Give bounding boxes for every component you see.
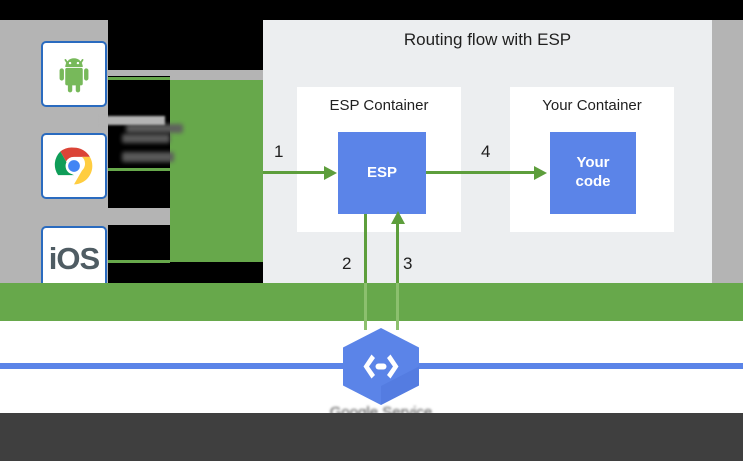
arrow-3-head	[391, 211, 405, 224]
arrow-4-line	[426, 171, 536, 174]
panel-title: Routing flow with ESP	[403, 30, 572, 49]
obscured-text-smudge-1	[126, 124, 183, 133]
arrow-1-line	[263, 171, 325, 174]
client-tile-ios[interactable]: iOS	[41, 226, 107, 292]
arrow-2-line	[364, 214, 367, 330]
green-backdrop-slab	[170, 80, 263, 262]
esp-box[interactable]: ESP	[338, 132, 426, 214]
your-code-box[interactable]: Your code	[550, 132, 636, 214]
arrow-1-head	[324, 166, 337, 180]
your-container-title: Your Container	[542, 97, 642, 114]
connector-ios	[108, 260, 170, 263]
step-label-4: 4	[481, 142, 491, 161]
your-code-label-line2: code	[575, 173, 611, 190]
chrome-icon	[54, 147, 93, 185]
obscured-text-smudge-3	[122, 152, 174, 162]
esp-container-title: ESP Container	[329, 97, 429, 114]
step-label-1: 1	[274, 142, 284, 161]
connector-android	[108, 77, 170, 80]
cloud-endpoints-node[interactable]	[340, 327, 422, 406]
green-band	[0, 283, 743, 321]
right-gray-backdrop	[712, 20, 743, 283]
obscured-light-strip-2	[100, 208, 170, 225]
esp-box-label: ESP	[366, 163, 397, 181]
arrow-3-line-lower	[396, 283, 399, 330]
redaction-block-1	[108, 20, 263, 70]
client-tile-chrome[interactable]	[41, 133, 107, 199]
redaction-block-2	[108, 76, 170, 296]
step-label-3: 3	[403, 254, 413, 273]
android-icon	[59, 58, 89, 93]
arrow-4-head	[534, 166, 547, 180]
step-label-2: 2	[342, 254, 352, 273]
obscured-light-strip-1	[100, 116, 165, 125]
footer-dark-bar	[0, 413, 743, 461]
top-black-bar	[0, 0, 743, 20]
cloud-endpoints-hexagon-icon	[343, 328, 419, 405]
connector-chrome	[108, 168, 170, 171]
arrow-3-line	[396, 222, 399, 330]
client-tile-android[interactable]	[41, 41, 107, 107]
arrow-2-line-lower	[364, 283, 367, 330]
client-tile-ios-label: iOS	[48, 241, 100, 276]
obscured-text-smudge-2	[122, 134, 170, 143]
your-code-label-line1: Your	[576, 154, 610, 172]
